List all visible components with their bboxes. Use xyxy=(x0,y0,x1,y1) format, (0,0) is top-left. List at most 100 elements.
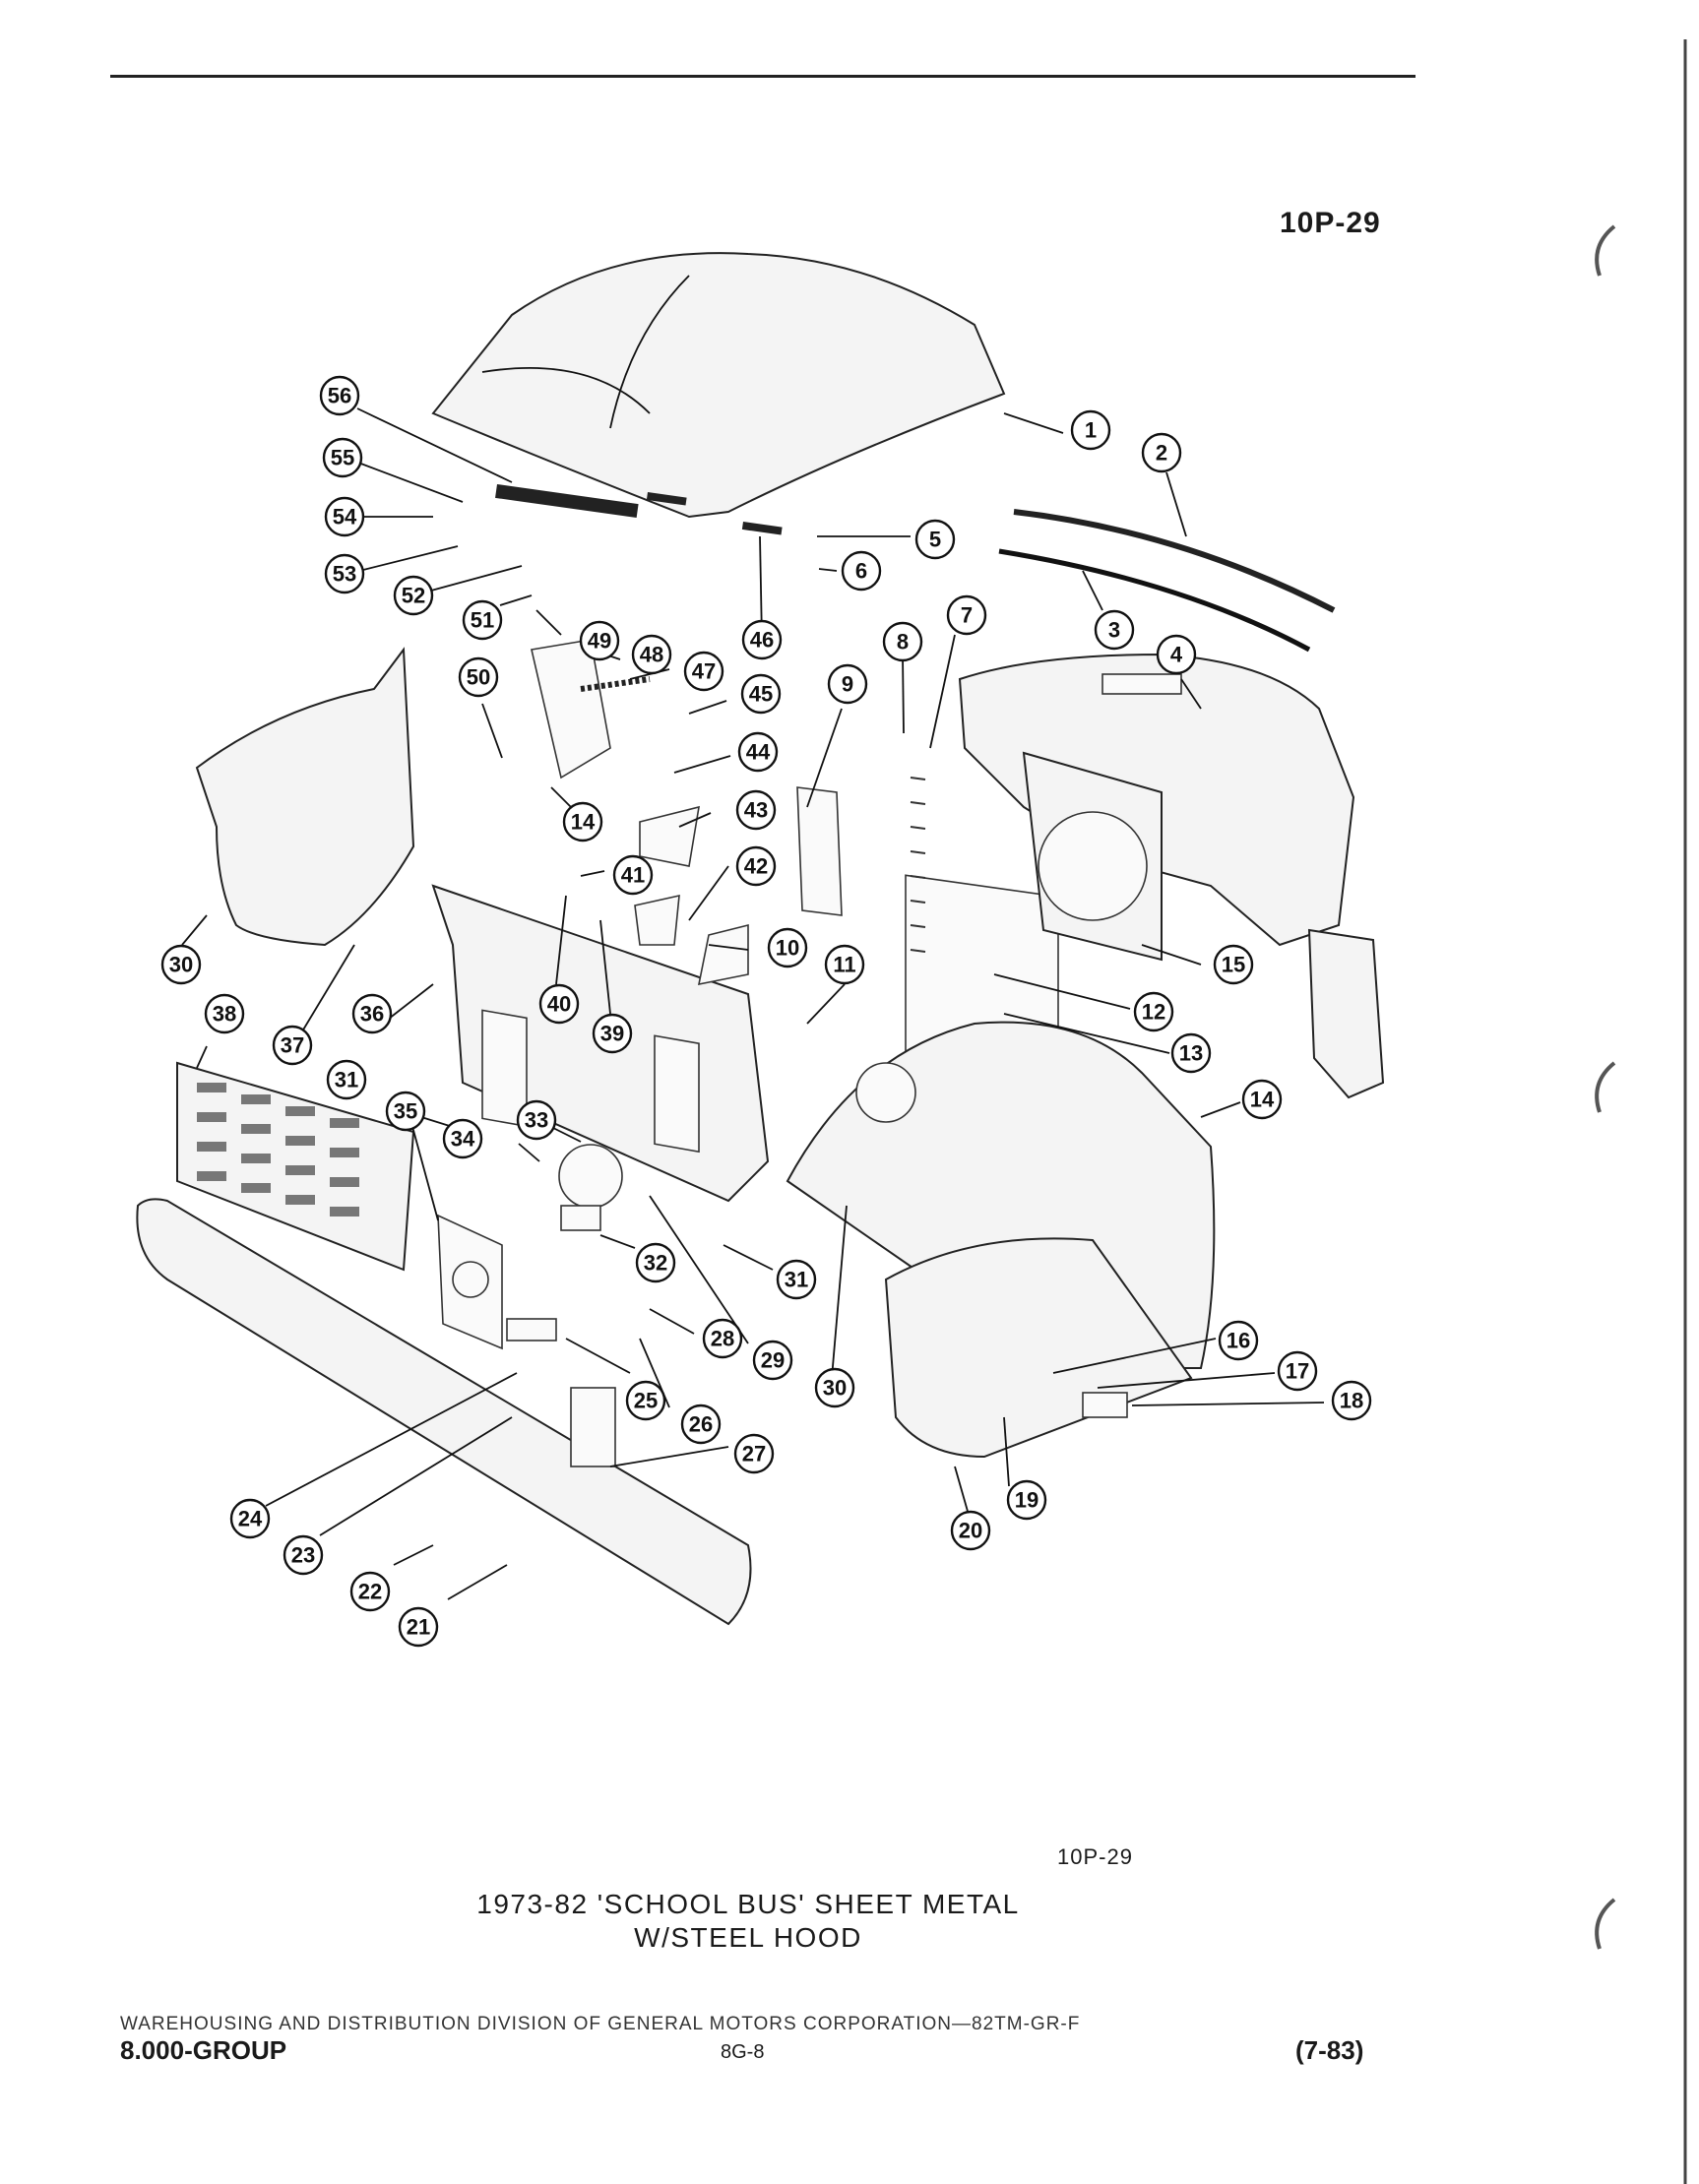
svg-text:30: 30 xyxy=(169,953,193,977)
callout-14b: 14 xyxy=(1241,1079,1283,1120)
callout-16: 16 xyxy=(1218,1320,1259,1361)
svg-text:43: 43 xyxy=(744,798,768,823)
callout-14a: 14 xyxy=(562,801,603,842)
footer-date: (7-83) xyxy=(1295,2035,1364,2065)
callout-3: 3 xyxy=(1094,609,1135,651)
svg-text:18: 18 xyxy=(1340,1389,1363,1413)
callout-30b: 30 xyxy=(814,1367,855,1408)
callout-22: 22 xyxy=(349,1571,391,1612)
callout-9: 9 xyxy=(827,663,868,705)
callout-5: 5 xyxy=(914,519,956,560)
callout-43: 43 xyxy=(735,789,777,831)
headlamp xyxy=(558,1144,623,1209)
callout-11: 11 xyxy=(824,944,865,985)
callout-28: 28 xyxy=(702,1318,743,1359)
svg-text:15: 15 xyxy=(1222,953,1245,977)
svg-text:47: 47 xyxy=(692,659,716,684)
svg-text:28: 28 xyxy=(711,1327,734,1351)
callout-41: 41 xyxy=(612,854,654,896)
svg-text:40: 40 xyxy=(547,992,571,1017)
support-bracket xyxy=(639,805,700,867)
callout-10: 10 xyxy=(767,927,808,968)
svg-text:20: 20 xyxy=(959,1519,982,1543)
callout-4: 4 xyxy=(1156,634,1197,675)
caption-line-1: 1973-82 'SCHOOL BUS' SHEET METAL xyxy=(476,1889,1020,1919)
callout-29: 29 xyxy=(752,1340,793,1381)
svg-text:23: 23 xyxy=(291,1543,315,1568)
fan-shroud-opening xyxy=(1038,811,1148,921)
callout-17: 17 xyxy=(1277,1350,1318,1392)
callout-bubbles: 1 2 3 4 5 6 7 8 9 10 11 12 13 14 14 15 1… xyxy=(160,375,1372,1648)
top-rule xyxy=(110,75,1416,78)
svg-text:26: 26 xyxy=(689,1412,713,1437)
svg-text:42: 42 xyxy=(744,854,768,879)
hood-seal-strip xyxy=(495,484,639,519)
callout-37: 37 xyxy=(272,1025,313,1066)
hood-bumper-strip-b xyxy=(741,522,783,535)
callout-42: 42 xyxy=(735,845,777,887)
binder-tab-bottom xyxy=(1595,1898,1616,1950)
callout-1: 1 xyxy=(1070,409,1111,451)
svg-text:11: 11 xyxy=(833,953,855,977)
svg-text:36: 36 xyxy=(360,1002,384,1027)
figure-code-bottom: 10P-29 xyxy=(1057,1844,1133,1869)
latch-assembly xyxy=(634,894,680,946)
footer-page-number: 8G-8 xyxy=(721,2041,765,2063)
svg-text:14: 14 xyxy=(571,810,596,835)
svg-text:8: 8 xyxy=(897,630,909,655)
hood-hinge xyxy=(531,639,611,780)
callout-36: 36 xyxy=(351,993,393,1034)
callout-48: 48 xyxy=(631,634,672,675)
weatherstrip-upper xyxy=(1013,509,1336,613)
footer-division-line: WAREHOUSING AND DISTRIBUTION DIVISION OF… xyxy=(120,2014,1081,2034)
caption-line-2: W/STEEL HOOD xyxy=(634,1922,862,1953)
svg-text:3: 3 xyxy=(1108,618,1120,643)
marker-lamp xyxy=(1082,1392,1128,1418)
callout-31a: 31 xyxy=(326,1059,367,1100)
svg-text:14: 14 xyxy=(1250,1088,1275,1112)
callout-26: 26 xyxy=(680,1404,722,1445)
svg-text:12: 12 xyxy=(1142,1000,1165,1025)
callout-27: 27 xyxy=(733,1433,775,1474)
cowl-vent xyxy=(1101,673,1182,695)
callout-44: 44 xyxy=(737,731,779,773)
callout-55: 55 xyxy=(322,437,363,478)
svg-text:4: 4 xyxy=(1170,643,1183,667)
hood xyxy=(431,252,1006,519)
svg-text:10: 10 xyxy=(776,936,799,961)
svg-text:7: 7 xyxy=(961,603,973,628)
svg-text:44: 44 xyxy=(746,740,771,765)
svg-text:56: 56 xyxy=(328,384,351,408)
callout-30a: 30 xyxy=(160,944,202,985)
binder-tab-top xyxy=(1595,224,1616,277)
callout-18: 18 xyxy=(1331,1380,1372,1421)
callout-38: 38 xyxy=(204,993,245,1034)
svg-text:54: 54 xyxy=(333,505,357,530)
callout-33: 33 xyxy=(516,1099,557,1141)
callout-32: 32 xyxy=(635,1242,676,1283)
figure-code-top: 10P-29 xyxy=(1280,207,1381,239)
svg-text:29: 29 xyxy=(761,1348,785,1373)
callout-45: 45 xyxy=(740,673,782,715)
support-window-right xyxy=(654,1034,700,1154)
svg-text:52: 52 xyxy=(402,584,425,608)
callout-13: 13 xyxy=(1170,1032,1212,1074)
callout-8: 8 xyxy=(882,621,923,662)
svg-text:17: 17 xyxy=(1286,1359,1309,1384)
figure-caption: 1973-82 'SCHOOL BUS' SHEET METAL W/STEEL… xyxy=(413,1888,1083,1955)
svg-text:24: 24 xyxy=(238,1507,263,1531)
svg-text:13: 13 xyxy=(1179,1041,1203,1066)
support-window-left xyxy=(481,1009,528,1128)
callout-7: 7 xyxy=(946,594,987,636)
svg-text:31: 31 xyxy=(335,1068,358,1092)
bumper-bracket xyxy=(570,1387,616,1467)
callout-54: 54 xyxy=(324,496,365,537)
callout-15: 15 xyxy=(1213,944,1254,985)
callout-19: 19 xyxy=(1006,1479,1047,1521)
callout-34: 34 xyxy=(442,1118,483,1159)
callout-35: 35 xyxy=(385,1091,426,1132)
svg-text:46: 46 xyxy=(750,628,774,653)
plate-bracket xyxy=(506,1318,557,1342)
callout-25: 25 xyxy=(625,1380,666,1421)
svg-text:41: 41 xyxy=(621,863,645,888)
